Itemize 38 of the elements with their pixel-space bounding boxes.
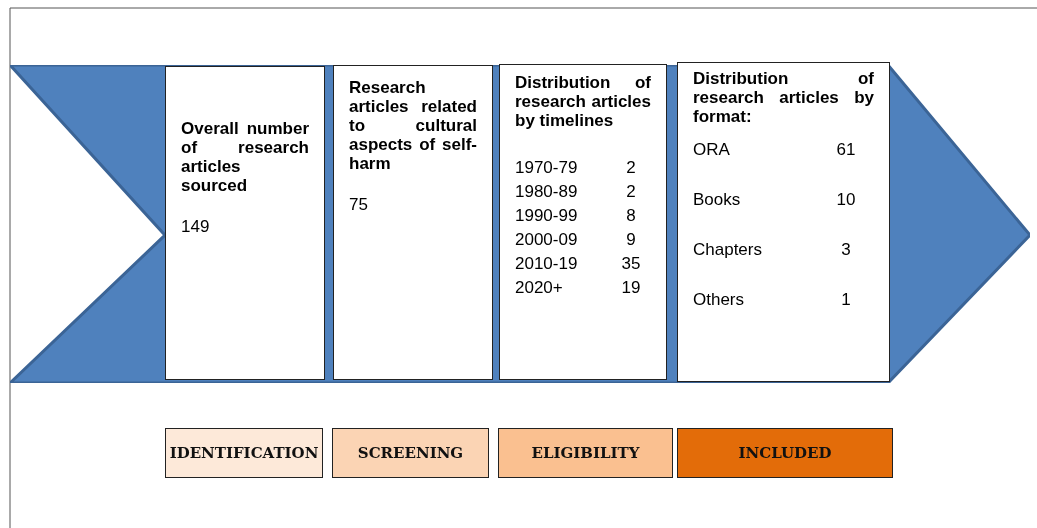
card-heading: Overall number of research articles sourced [181,119,309,195]
info-card [165,66,325,380]
stage-label: IDENTIFICATION [169,444,319,462]
count-value: 10 [836,190,856,210]
category-label: 1990-99 [515,206,578,226]
category-label: Chapters [693,240,762,260]
category-label: 2000-09 [515,230,578,250]
stage-label-box [165,428,323,478]
stage-label: INCLUDED [738,444,832,462]
count-value: 61 [836,140,856,160]
stage-label-box [677,428,893,478]
count-value: 3 [841,240,851,260]
count-value: 35 [621,254,641,274]
category-label: 2010-19 [515,254,578,274]
info-card [499,64,667,380]
category-label: 2020+ [515,278,563,298]
stage-label-box [332,428,489,478]
stage-label: ELIGIBILITY [531,444,640,462]
count-value: 19 [621,278,641,298]
count-value: 1 [841,290,851,310]
card-heading: Distribution of research articles by timelines [515,73,651,130]
count-value: 8 [626,206,636,226]
category-label: Others [693,290,745,310]
category-label: Books [693,190,741,210]
card-heading: Distribution of research articles by format: [693,69,874,126]
info-card [677,62,890,382]
count-value: 9 [626,230,636,250]
count-value: 2 [626,182,636,202]
stage-label-box [498,428,673,478]
card-heading: Research articles related to cultural aspects of self-harm [349,78,477,173]
count-value: 2 [626,158,636,178]
info-card [333,65,493,380]
count-value: 149 [181,217,211,236]
category-label: 1980-89 [515,182,578,202]
stage-label: SCREENING [357,444,464,462]
count-value: 75 [349,195,369,214]
category-label: ORA [693,140,730,160]
category-label: 1970-79 [515,158,578,178]
